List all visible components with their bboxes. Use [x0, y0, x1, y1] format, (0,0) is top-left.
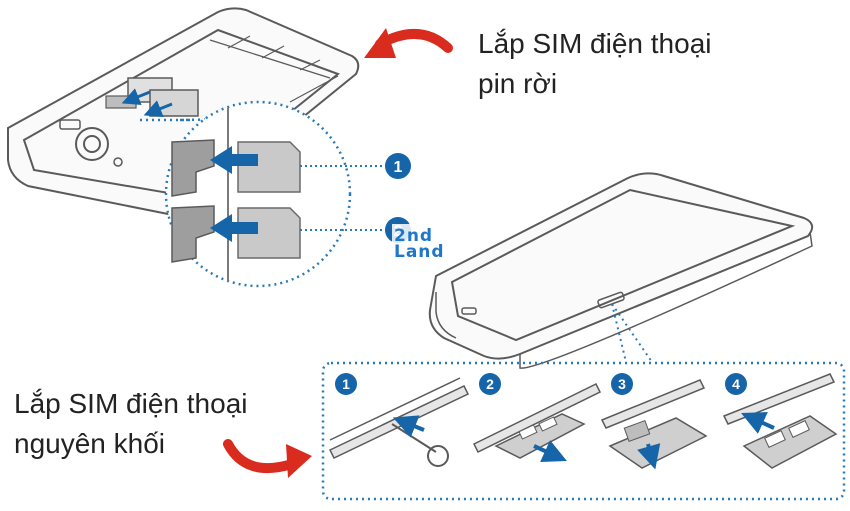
svg-text:2: 2 [486, 376, 494, 392]
svg-text:1: 1 [342, 376, 350, 392]
caption-removable-battery: Lắp SIM điện thoại pin rời [478, 24, 712, 104]
caption-unibody: Lắp SIM điện thoại nguyên khối [14, 384, 248, 464]
callout-1: 1 [385, 153, 411, 179]
caption-line: Lắp SIM điện thoại [478, 28, 712, 59]
insert-arrow-2 [210, 214, 258, 242]
curved-arrow-left-icon [364, 28, 453, 58]
watermark-logo: 2nd Land [394, 226, 445, 262]
callout-leaders [300, 165, 386, 231]
svg-text:3: 3 [618, 376, 626, 392]
zoom-detail [171, 108, 301, 282]
small-insert-arrows [121, 88, 173, 118]
step-2: 2 [472, 373, 602, 462]
steps-panel: 1 2 3 4 [321, 361, 846, 501]
svg-text:4: 4 [732, 376, 740, 392]
caption-line: Lắp SIM điện thoại [14, 388, 248, 419]
sim-card-2 [237, 207, 301, 259]
step-4: 4 [722, 373, 838, 469]
step-1: 1 [328, 373, 470, 467]
caption-line: nguyên khối [14, 428, 166, 459]
insert-arrow-1 [210, 146, 258, 174]
unibody-phone [428, 172, 814, 369]
step-funnel [611, 303, 653, 363]
sim-card-1 [237, 141, 301, 193]
curved-arrow-right-icon [223, 439, 312, 478]
step-3: 3 [600, 373, 708, 470]
caption-line: pin rời [478, 68, 558, 99]
svg-text:1: 1 [394, 159, 403, 176]
watermark-line-1: 2nd [394, 226, 434, 246]
watermark-line-2: Land [394, 242, 445, 262]
